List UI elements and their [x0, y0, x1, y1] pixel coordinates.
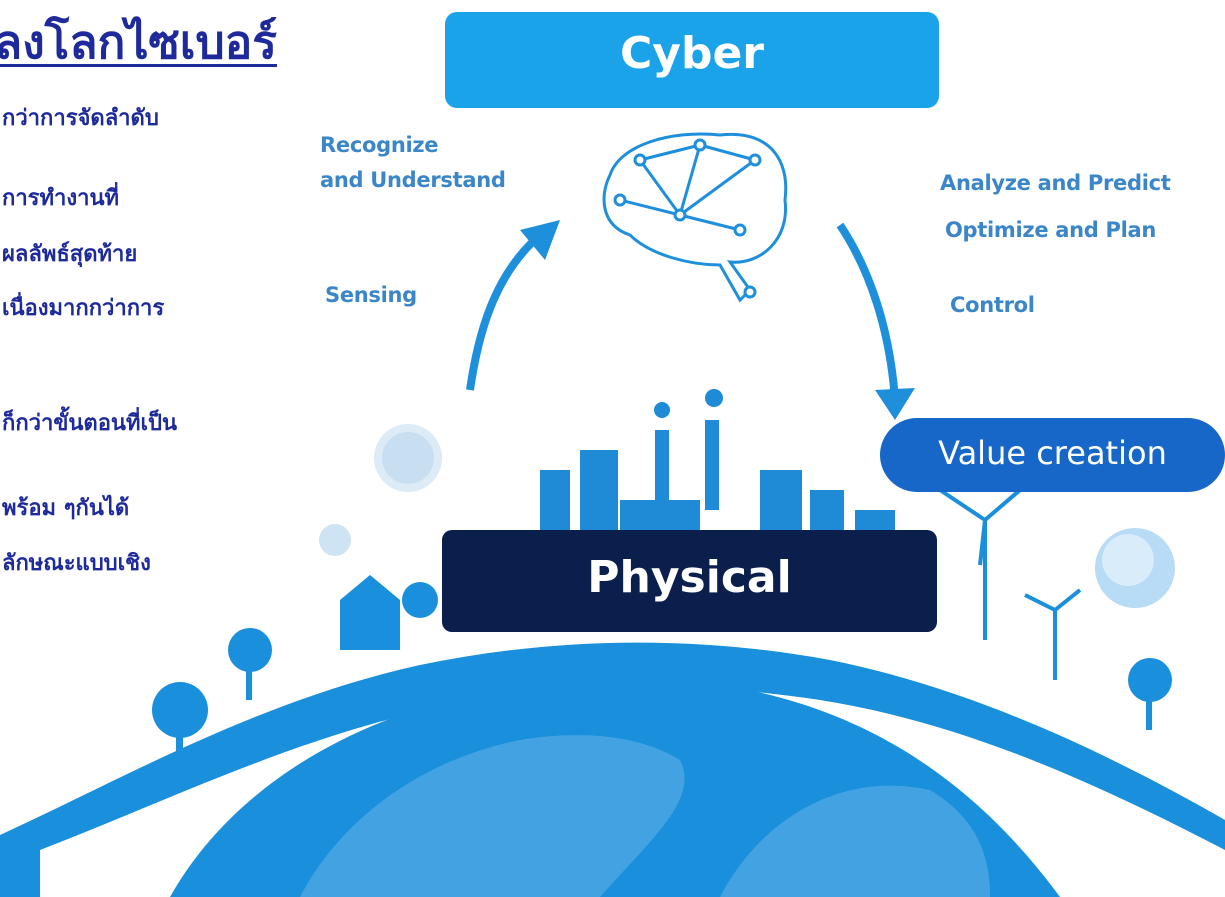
- physical-label: Physical: [587, 552, 792, 603]
- optimize-label: Optimize and Plan: [945, 218, 1157, 242]
- thai-text-line: ลักษณะแบบเชิง: [2, 550, 151, 576]
- bubble-decorations: [319, 424, 1175, 608]
- page-heading: ลงโลกไซเบอร์: [0, 15, 278, 69]
- wind-turbines: [938, 488, 1172, 730]
- thai-text-line: ผลลัพธ์สุดท้าย: [2, 241, 138, 267]
- trees-left: [152, 575, 438, 770]
- city-skyline: [540, 389, 895, 540]
- control-label: Control: [950, 293, 1035, 317]
- value-creation-box: [880, 418, 1225, 492]
- recognize-label: Recognize: [320, 133, 439, 157]
- thai-text-line: เนื่องมากกว่าการ: [2, 295, 165, 321]
- thai-text-line: ก็กว่าขั้นตอนที่เป็น: [2, 410, 177, 436]
- analyze-label: Analyze and Predict: [940, 171, 1171, 195]
- understand-label: and Understand: [320, 168, 506, 192]
- cyber-label: Cyber: [619, 28, 764, 79]
- physical-box: [442, 530, 937, 632]
- sensing-label: Sensing: [325, 283, 417, 307]
- sensing-arrow: [466, 220, 560, 391]
- thai-text-line: กว่าการจัดลำดับ: [2, 105, 159, 131]
- earth-globe: [0, 642, 1225, 897]
- thai-text-line: การทำงานที่: [2, 185, 119, 211]
- control-arrow: [836, 222, 915, 420]
- brain-network-icon: [602, 132, 788, 303]
- thai-text-line: พร้อม ๆกันได้: [2, 495, 130, 521]
- value-creation-label: Value creation: [938, 434, 1167, 472]
- cyber-box: [445, 12, 939, 108]
